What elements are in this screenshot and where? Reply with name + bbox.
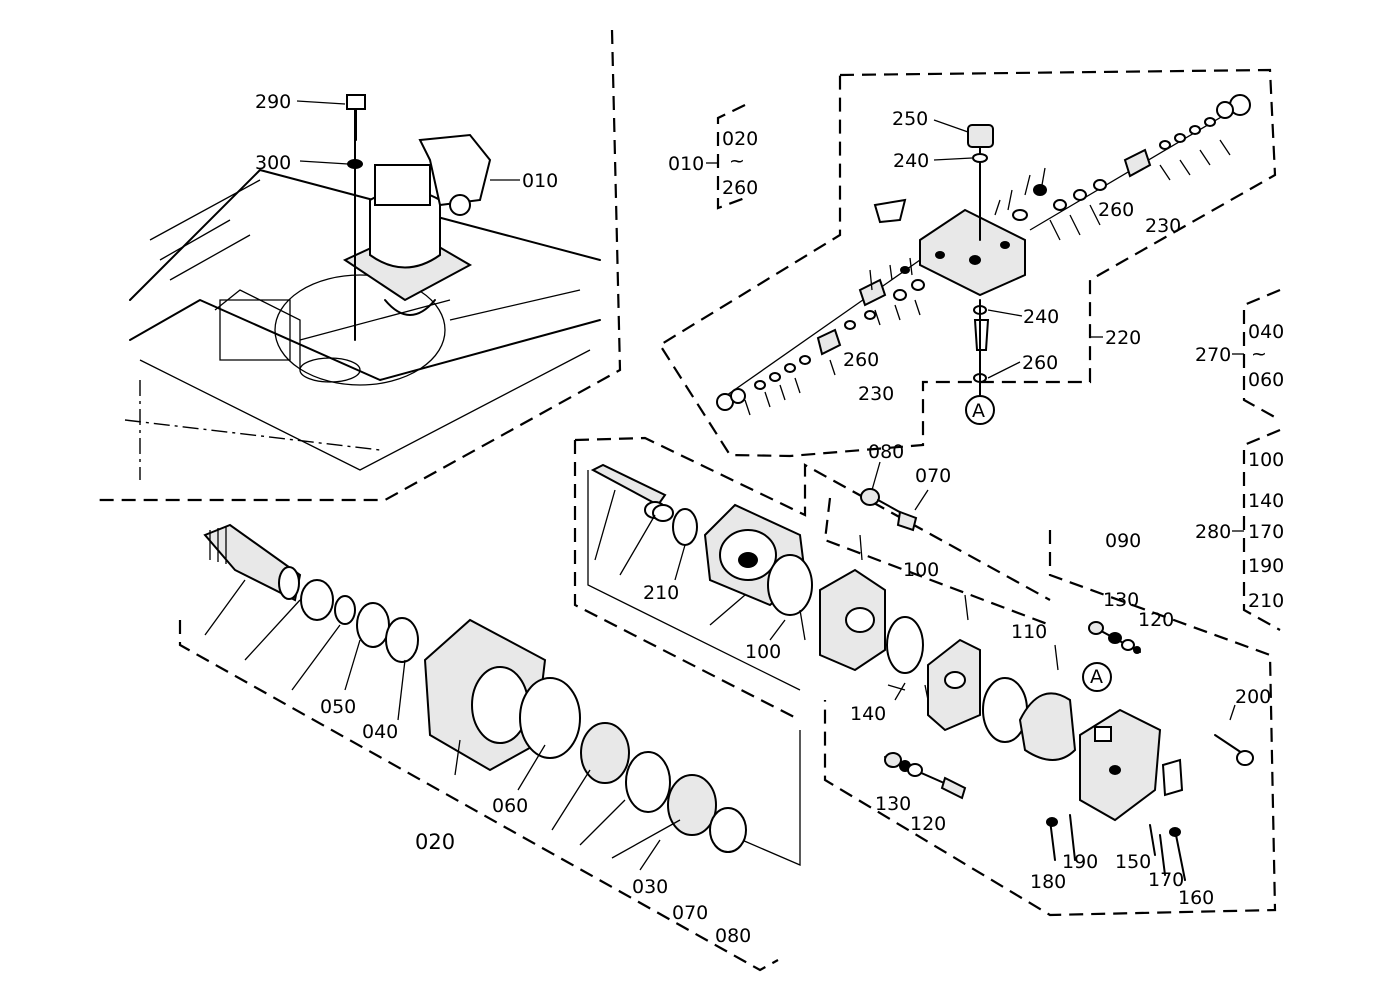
callout-260-top: 260 [1098, 199, 1134, 221]
callout-100-right: 100 [903, 559, 939, 581]
callout-020-ref: 020 [722, 128, 758, 150]
valve-housing-group [884, 621, 1254, 881]
callout-120-bottom: 120 [910, 813, 946, 835]
callout-140-ref: 140 [1248, 490, 1284, 512]
callout-060-ref: 060 [1248, 369, 1284, 391]
callout-080-bottom: 080 [715, 925, 751, 947]
callout-240-bottom: 240 [1023, 306, 1059, 328]
callout-130-top: 130 [1103, 589, 1139, 611]
callout-100-ref: 100 [1248, 449, 1284, 471]
callout-tilde: ~ [729, 150, 745, 172]
callout-130-bottom: 130 [875, 793, 911, 815]
callout-tilde-270: ~ [1251, 343, 1267, 365]
gear-unit-group [573, 436, 1277, 917]
callout-220: 220 [1105, 327, 1141, 349]
callout-010-ref: 010 [668, 153, 704, 175]
callout-030: 030 [632, 876, 668, 898]
callout-060: 060 [492, 795, 528, 817]
callout-250: 250 [892, 108, 928, 130]
callout-040: 040 [362, 721, 398, 743]
callout-020: 020 [415, 830, 455, 854]
callout-230-bottom: 230 [858, 383, 894, 405]
callout-200: 200 [1235, 686, 1271, 708]
callout-180: 180 [1030, 871, 1066, 893]
callout-260-ref: 260 [722, 177, 758, 199]
upper-spring-stack [994, 94, 1251, 241]
callout-280: 280 [1195, 521, 1231, 543]
valve-block-group [658, 68, 1277, 458]
callout-170-ref: 170 [1248, 521, 1284, 543]
callout-270: 270 [1195, 344, 1231, 366]
callout-110: 110 [1011, 621, 1047, 643]
callout-160: 160 [1178, 887, 1214, 909]
callout-080-top: 080 [868, 441, 904, 463]
callout-040-ref: 040 [1248, 321, 1284, 343]
callout-010: 010 [522, 170, 558, 192]
callout-190: 190 [1062, 851, 1098, 873]
lower-spring-stack [716, 198, 925, 416]
callout-labels: 290 300 010 010 020 ~ 260 250 240 260 23… [255, 91, 1284, 947]
callout-070-bottom: 070 [672, 902, 708, 924]
callout-290: 290 [255, 91, 291, 113]
marker-a-top: A [972, 400, 985, 422]
callout-210-ref: 210 [1248, 590, 1284, 612]
callout-150: 150 [1115, 851, 1151, 873]
reference-brackets-right [1232, 288, 1281, 631]
callout-190-ref: 190 [1248, 555, 1284, 577]
callout-140: 140 [850, 703, 886, 725]
callout-300: 300 [255, 152, 291, 174]
callout-050: 050 [320, 696, 356, 718]
callout-100-left: 100 [745, 641, 781, 663]
callout-230-top: 230 [1145, 215, 1181, 237]
callout-260-bottom: 260 [1022, 352, 1058, 374]
callout-240-top: 240 [893, 150, 929, 172]
callout-170: 170 [1148, 869, 1184, 891]
shaft-bearing-group [178, 523, 801, 972]
callout-070-top: 070 [915, 465, 951, 487]
installation-view [95, 29, 622, 502]
callout-210: 210 [643, 582, 679, 604]
reference-010 [706, 104, 746, 210]
callout-090: 090 [1105, 530, 1141, 552]
marker-a-bottom: A [1090, 666, 1103, 688]
callout-120-top: 120 [1138, 609, 1174, 631]
callout-260-mid: 260 [843, 349, 879, 371]
